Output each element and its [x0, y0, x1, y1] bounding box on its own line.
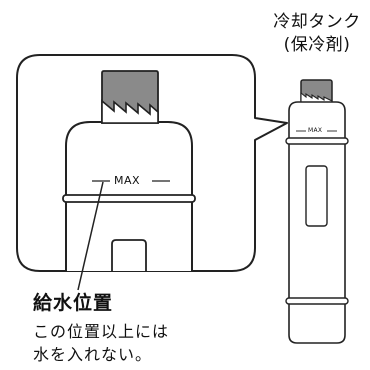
- caption-heading: 給水位置: [33, 292, 114, 314]
- tank-title-line1: 冷却タンク: [273, 12, 361, 32]
- tank-title-line2: (保冷剤): [283, 35, 351, 55]
- caption-line2: 水を入れない。: [33, 345, 153, 364]
- tank-max-label: MAX: [308, 127, 323, 134]
- tank-lower-band: [285, 297, 349, 305]
- tank-window: [305, 165, 328, 227]
- zoom-max-label: MAX: [111, 175, 144, 186]
- zoom-bottle-window: [111, 239, 147, 271]
- caption-line1: この位置以上には: [33, 322, 170, 341]
- leader-line: [77, 181, 104, 291]
- zoom-bottle-band: [62, 194, 196, 203]
- zoom-cap-thread: [101, 99, 159, 124]
- tank-upper-band: [285, 137, 349, 145]
